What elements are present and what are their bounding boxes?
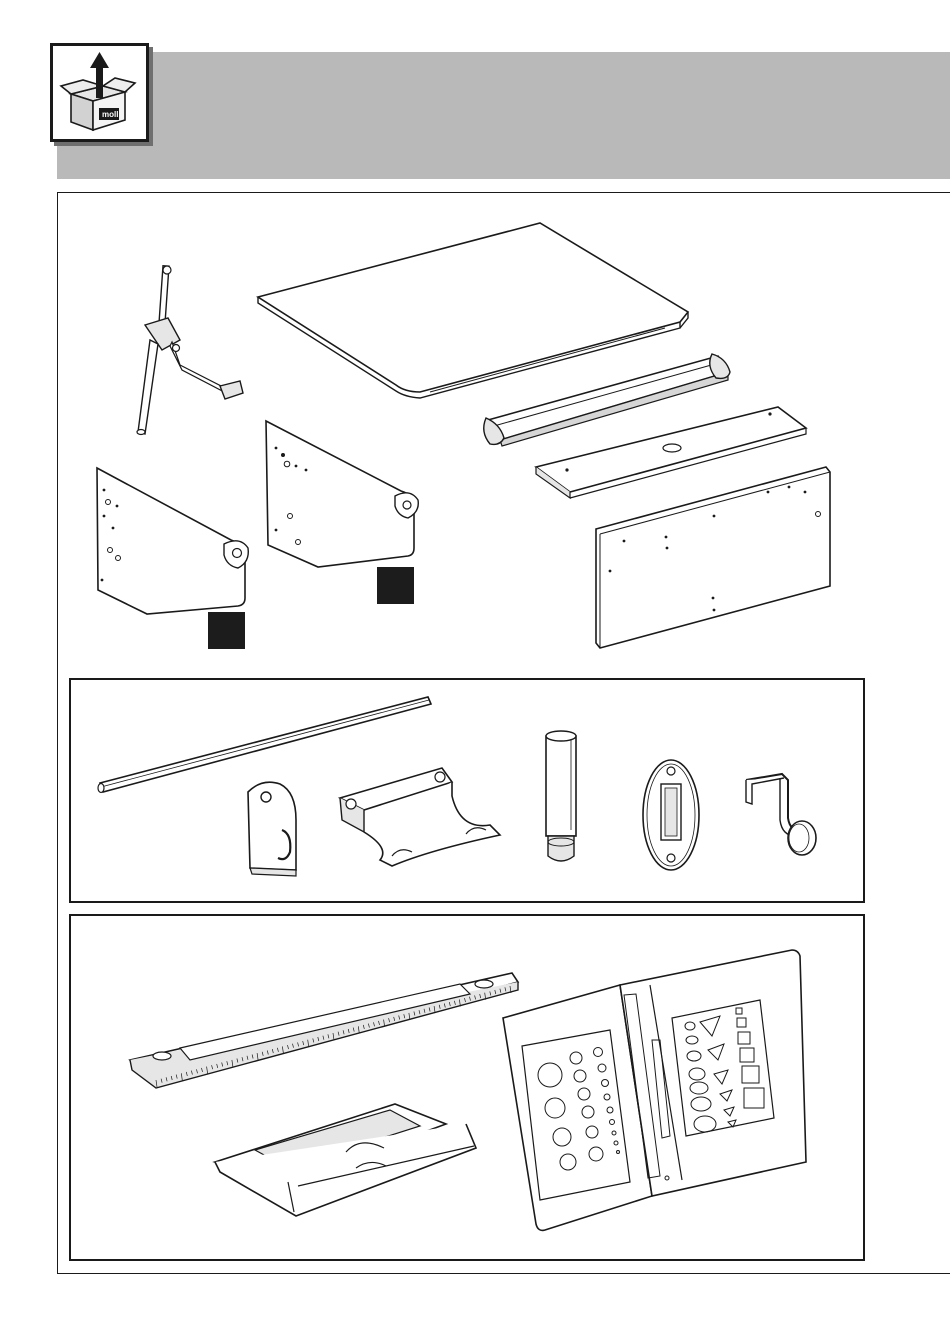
stencil-folder — [0, 0, 950, 1270]
